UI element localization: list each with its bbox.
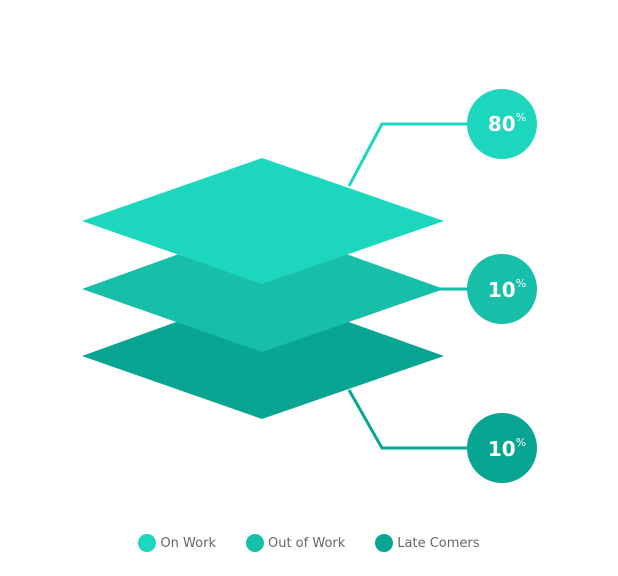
layer-on-work (82, 158, 444, 284)
legend-item-on-work[interactable]: On Work (138, 534, 216, 552)
unit-label-late-comers: % (516, 436, 526, 449)
value-label-on-work: 80 (488, 112, 516, 136)
value-label-late-comers: 10 (488, 437, 516, 461)
value-bubble-on-work: 80% (467, 89, 537, 159)
legend-swatch-late-comers (375, 534, 394, 552)
legend-item-out-of-work[interactable]: Out of Work (245, 534, 346, 552)
svg-text:10%: 10% (488, 277, 526, 303)
layer-late-comers (82, 291, 444, 419)
value-bubble-late-comers: 10% (467, 413, 537, 483)
connector-line-late-comers (347, 389, 468, 450)
unit-label-out-of-work: % (516, 277, 526, 290)
legend-item-late-comers[interactable]: Late Comers (375, 534, 480, 552)
unit-label-on-work: % (516, 111, 526, 124)
value-label-out-of-work: 10 (488, 278, 516, 302)
svg-text:80%: 80% (488, 111, 526, 137)
legend: On Work Out of Work Late Comers (0, 532, 618, 554)
legend-label-late-comers: Late Comers (397, 535, 480, 551)
legend-swatch-on-work (138, 534, 157, 552)
legend-swatch-out-of-work (245, 534, 264, 552)
connector-line-on-work (347, 122, 468, 187)
legend-label-out-of-work: Out of Work (267, 535, 346, 551)
svg-text:10%: 10% (488, 436, 526, 462)
legend-label-on-work: On Work (160, 535, 216, 551)
layer-out-of-work (82, 224, 444, 352)
value-bubble-out-of-work: 10% (467, 254, 537, 324)
